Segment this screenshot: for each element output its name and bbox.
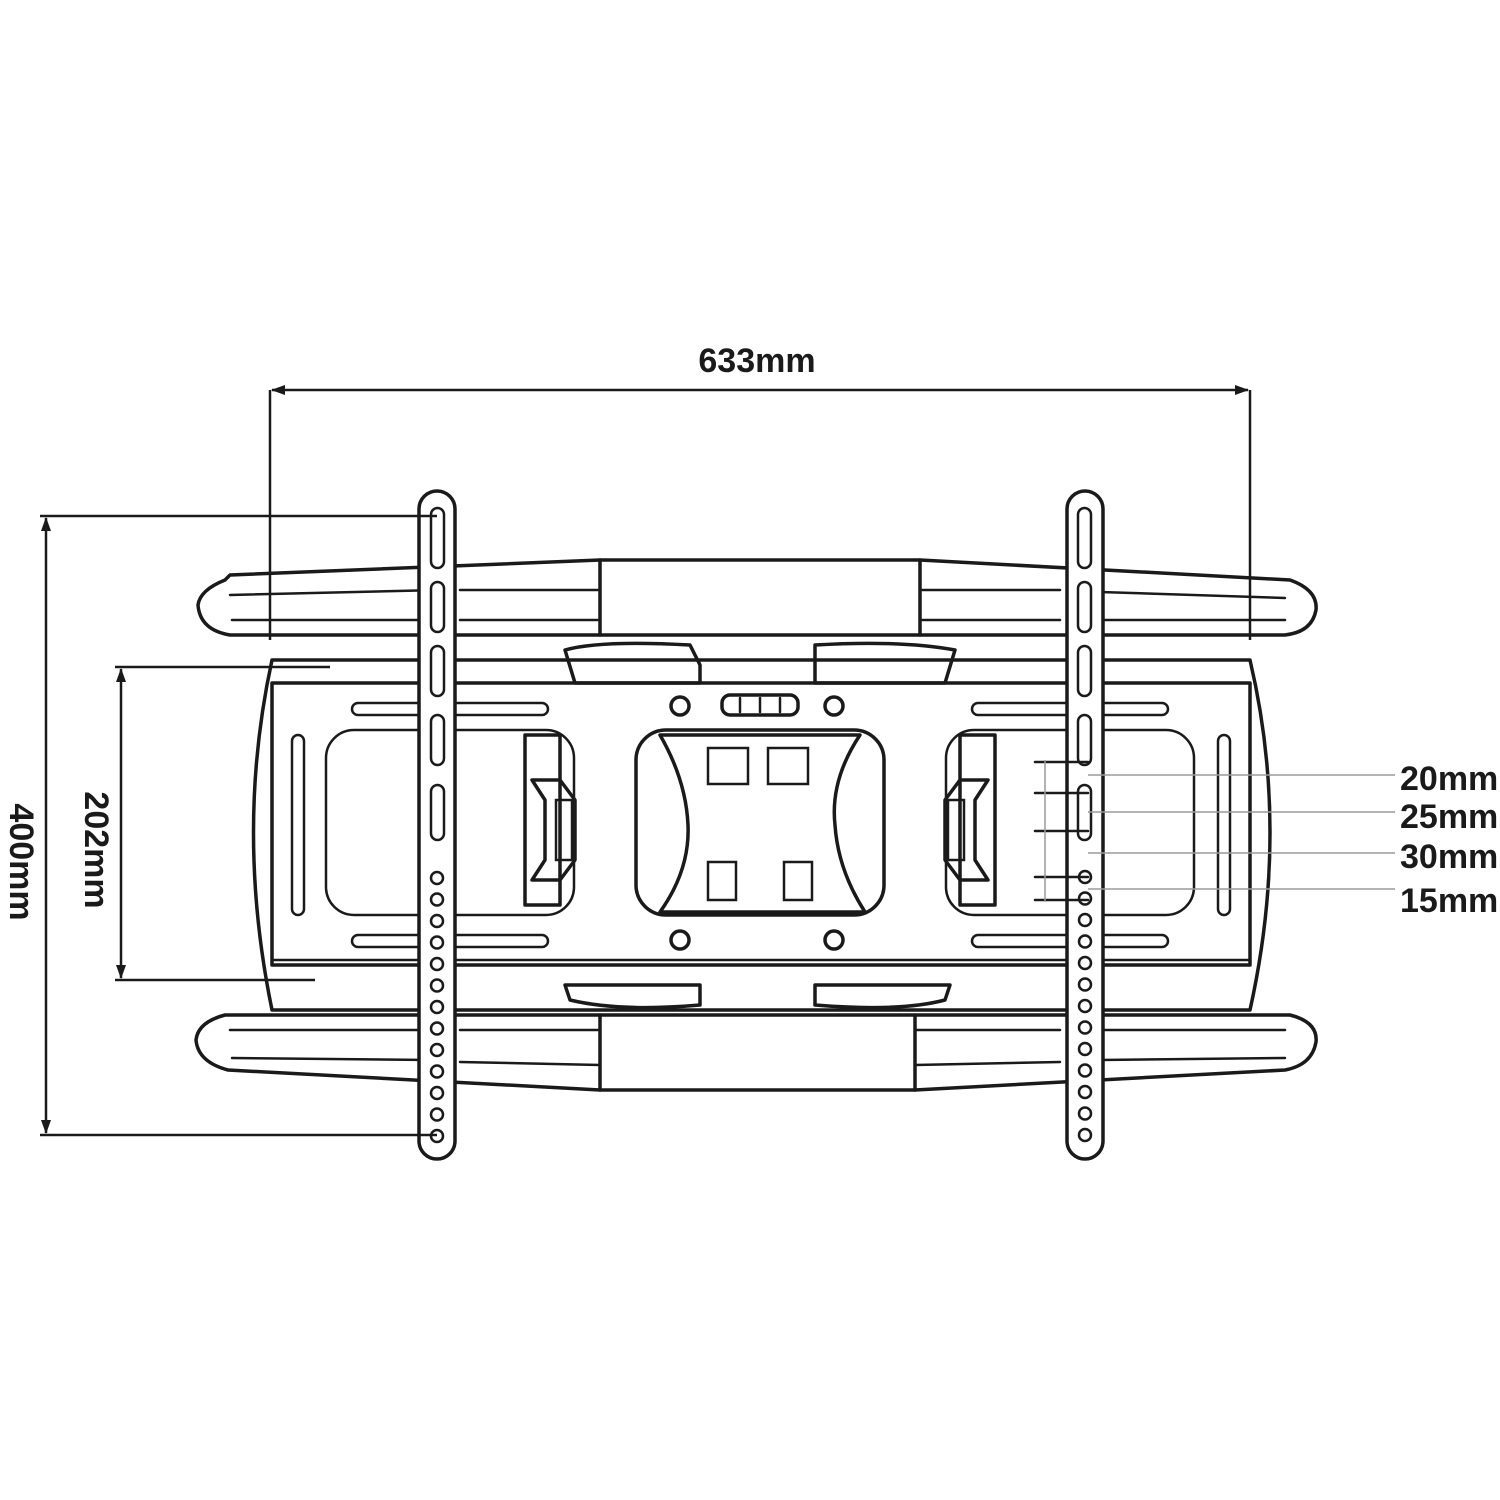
rail-mounting-hole (1077, 1063, 1093, 1078)
rail-mounting-hole (1077, 1106, 1093, 1121)
right-tv-rail[interactable] (1065, 489, 1105, 1161)
rail-mounting-hole (429, 1064, 445, 1079)
rail-mounting-hole (1077, 912, 1093, 928)
rail-mounting-hole (1077, 998, 1093, 1014)
rail-mounting-hole (1077, 1041, 1093, 1057)
center-adapter (634, 693, 886, 951)
rail-mounting-hole (1077, 891, 1093, 906)
rail-mounting-hole (1077, 955, 1093, 971)
bottom-arm (194, 1013, 1318, 1092)
rail-mounting-hole (1077, 1127, 1093, 1143)
spacing-label-4: 15mm (1400, 882, 1498, 920)
rail-mounting-hole (429, 999, 445, 1015)
rail-mounting-hole (429, 935, 445, 950)
rail-mounting-hole (1077, 1084, 1093, 1100)
wall-plate (251, 658, 1272, 1012)
rail-mounting-hole (429, 1042, 445, 1058)
height-label: 400mm (2, 803, 40, 920)
arm-joints (563, 641, 957, 1010)
height-dimension: 400mm (2, 514, 437, 1137)
hole-spacing-callouts: 20mm 25mm 30mm 15mm (1033, 760, 1498, 920)
rail-mounting-hole (429, 1021, 445, 1036)
rail-mounting-hole (429, 1107, 445, 1122)
spacing-label-3: 30mm (1400, 838, 1498, 876)
top-arm (196, 558, 1318, 637)
left-pivot (523, 733, 577, 907)
rail-mounting-hole (1077, 1020, 1093, 1035)
width-label: 633mm (698, 342, 815, 380)
rail-mounting-hole (429, 956, 445, 972)
rail-mounting-hole (1077, 934, 1093, 949)
rail-mounting-hole (429, 892, 445, 907)
plate-height-label: 202mm (77, 791, 115, 908)
rail-mounting-hole (1077, 977, 1093, 992)
spacing-label-2: 25mm (1400, 798, 1498, 836)
rail-mounting-hole (429, 978, 445, 993)
right-pivot (943, 733, 997, 907)
spacing-label-1: 20mm (1400, 760, 1498, 798)
plate-height-dimension: 202mm (77, 665, 330, 982)
left-tv-rail[interactable] (417, 489, 457, 1161)
rail-mounting-hole (429, 913, 445, 929)
rail-mounting-hole (429, 870, 445, 886)
rail-mounting-hole (429, 1085, 445, 1101)
